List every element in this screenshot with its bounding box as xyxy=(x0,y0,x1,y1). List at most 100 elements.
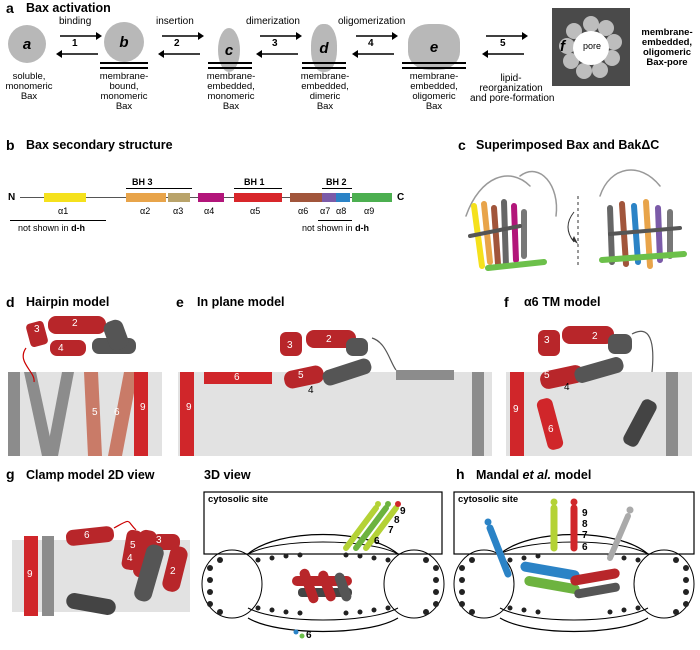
state-d-letter: d xyxy=(319,39,329,57)
hairpin-helix-5: 5 xyxy=(92,407,98,418)
g-stack-7: 7 xyxy=(388,525,394,536)
mandal-model-3d xyxy=(453,491,695,633)
not-shown-left-ref: d-h xyxy=(71,223,86,233)
step-1-name: binding xyxy=(59,16,92,27)
state-b-label: membrane- bound, monomeric Bax xyxy=(99,71,149,112)
h-stack-6: 6 xyxy=(582,542,588,553)
helix-a5 xyxy=(234,193,282,202)
clamp-helix-4: 4 xyxy=(127,553,133,564)
bh2-bracket xyxy=(322,188,352,189)
membrane-anchor-right xyxy=(666,372,678,456)
inplane-helix-6: 6 xyxy=(234,372,240,383)
helix-a7-label: α7 xyxy=(320,206,331,216)
bh1-label: BH 1 xyxy=(244,177,265,187)
hairpin-helix-2: 2 xyxy=(72,318,78,329)
helix-a6 xyxy=(290,193,322,202)
state-e-membrane-bottom xyxy=(402,67,466,69)
clamp-helix-5: 5 xyxy=(130,540,136,551)
step-5-arrows xyxy=(482,32,528,58)
helix-a1-label: α1 xyxy=(58,206,69,216)
helix-9 xyxy=(134,372,148,456)
helix-a5-label: α5 xyxy=(250,206,261,216)
c-terminus: C xyxy=(397,192,405,203)
panel-b-title: Bax secondary structure xyxy=(26,138,173,152)
helix-a2-label: α2 xyxy=(140,206,151,216)
panel-h-title: Mandal et al. model xyxy=(476,468,591,482)
bh2-label: BH 2 xyxy=(326,177,347,187)
state-b-circle: b xyxy=(104,22,144,62)
state-a-circle: a xyxy=(8,25,46,63)
step-3-number: 3 xyxy=(272,38,278,49)
hairpin-model xyxy=(8,316,162,456)
panel-e-title: In plane model xyxy=(197,295,285,309)
inplane-helix-3: 3 xyxy=(287,340,293,351)
hairpin-helix-6: 6 xyxy=(114,407,120,418)
not-shown-bracket-left xyxy=(10,220,106,221)
h-stack-9: 9 xyxy=(582,508,588,519)
in-plane-model xyxy=(178,330,492,456)
helix-stack xyxy=(343,501,401,551)
helix-a4 xyxy=(198,193,224,202)
state-c-letter: c xyxy=(224,41,234,59)
state-e-letter: e xyxy=(429,38,439,56)
helix-9 xyxy=(510,372,524,456)
not-shown-bracket-right xyxy=(318,220,352,221)
state-b-letter: b xyxy=(119,33,129,51)
state-e-label: membrane- embedded, oligomeric Bax xyxy=(409,71,459,112)
not-shown-right-ref: d-h xyxy=(355,223,370,233)
panel-e-letter: e xyxy=(176,294,184,310)
step-4-name: oligomerization xyxy=(338,16,406,27)
bh3-bracket xyxy=(126,188,192,189)
not-shown-left: not shown in d-h xyxy=(18,223,85,233)
inplane-helix-5: 5 xyxy=(298,370,304,381)
step-2-arrows xyxy=(158,32,204,58)
superimposed-structures xyxy=(465,169,687,271)
step-5-name: lipid- reorganization and pore-formation xyxy=(470,73,555,104)
tm-helix-2: 2 xyxy=(592,331,598,342)
step-1-number: 1 xyxy=(72,38,78,49)
step-4-arrows xyxy=(352,32,398,58)
state-a-letter: a xyxy=(22,35,32,53)
clamp-helix-3: 3 xyxy=(156,535,162,546)
step-2-name: insertion xyxy=(156,16,194,27)
inplane-helix-9: 9 xyxy=(186,402,192,413)
not-shown-left-text: not shown in xyxy=(18,223,69,233)
tm-helix-9: 9 xyxy=(513,404,519,415)
step-5-number: 5 xyxy=(500,38,506,49)
panel-c-letter: c xyxy=(458,137,466,153)
state-d-label: membrane- embedded, dimeric Bax xyxy=(300,71,350,112)
tm-helix-6: 6 xyxy=(548,424,554,435)
panel-f-title: α6 TM model xyxy=(524,295,601,309)
panel-h-letter: h xyxy=(456,466,465,482)
a6-tm-model xyxy=(506,326,692,456)
g-stack-6: 6 xyxy=(374,536,380,547)
hairpin-helix-3: 3 xyxy=(34,324,40,335)
tm-helix-5: 5 xyxy=(544,370,550,381)
state-f-pore-diagram xyxy=(552,8,630,86)
g-site-label: cytosolic site xyxy=(208,494,269,505)
panel-f-letter: f xyxy=(504,294,509,310)
inplane-helix-4: 4 xyxy=(308,385,314,396)
helix-bundle xyxy=(292,568,352,604)
step-3-arrows xyxy=(256,32,302,58)
panel-a-title: Bax activation xyxy=(26,1,111,15)
helix-bundle xyxy=(520,561,620,599)
panel-g-title: Clamp model 2D view xyxy=(26,468,155,482)
panel-h-title-model: model xyxy=(554,468,592,482)
state-f-label: membrane- embedded, oligomeric Bax-pore xyxy=(641,27,693,68)
clamp-model-3d xyxy=(201,491,445,639)
tm-helix-4: 4 xyxy=(564,382,570,393)
helix-a8-label: α8 xyxy=(336,206,347,216)
helix-a2 xyxy=(126,193,166,202)
step-4-number: 4 xyxy=(368,38,374,49)
tm-helix-3: 3 xyxy=(544,335,550,346)
clamp-helix-9: 9 xyxy=(27,569,33,580)
state-a-label: soluble, monomeric Bax xyxy=(5,71,53,102)
helix-a1 xyxy=(44,193,86,202)
step-2-number: 2 xyxy=(174,38,180,49)
membrane-anchor-right xyxy=(472,372,484,456)
membrane-anchor-left xyxy=(8,372,20,456)
panel-g-3d-title: 3D view xyxy=(204,468,251,482)
not-shown-right-text: not shown in xyxy=(302,223,353,233)
helix-a9 xyxy=(352,193,392,202)
